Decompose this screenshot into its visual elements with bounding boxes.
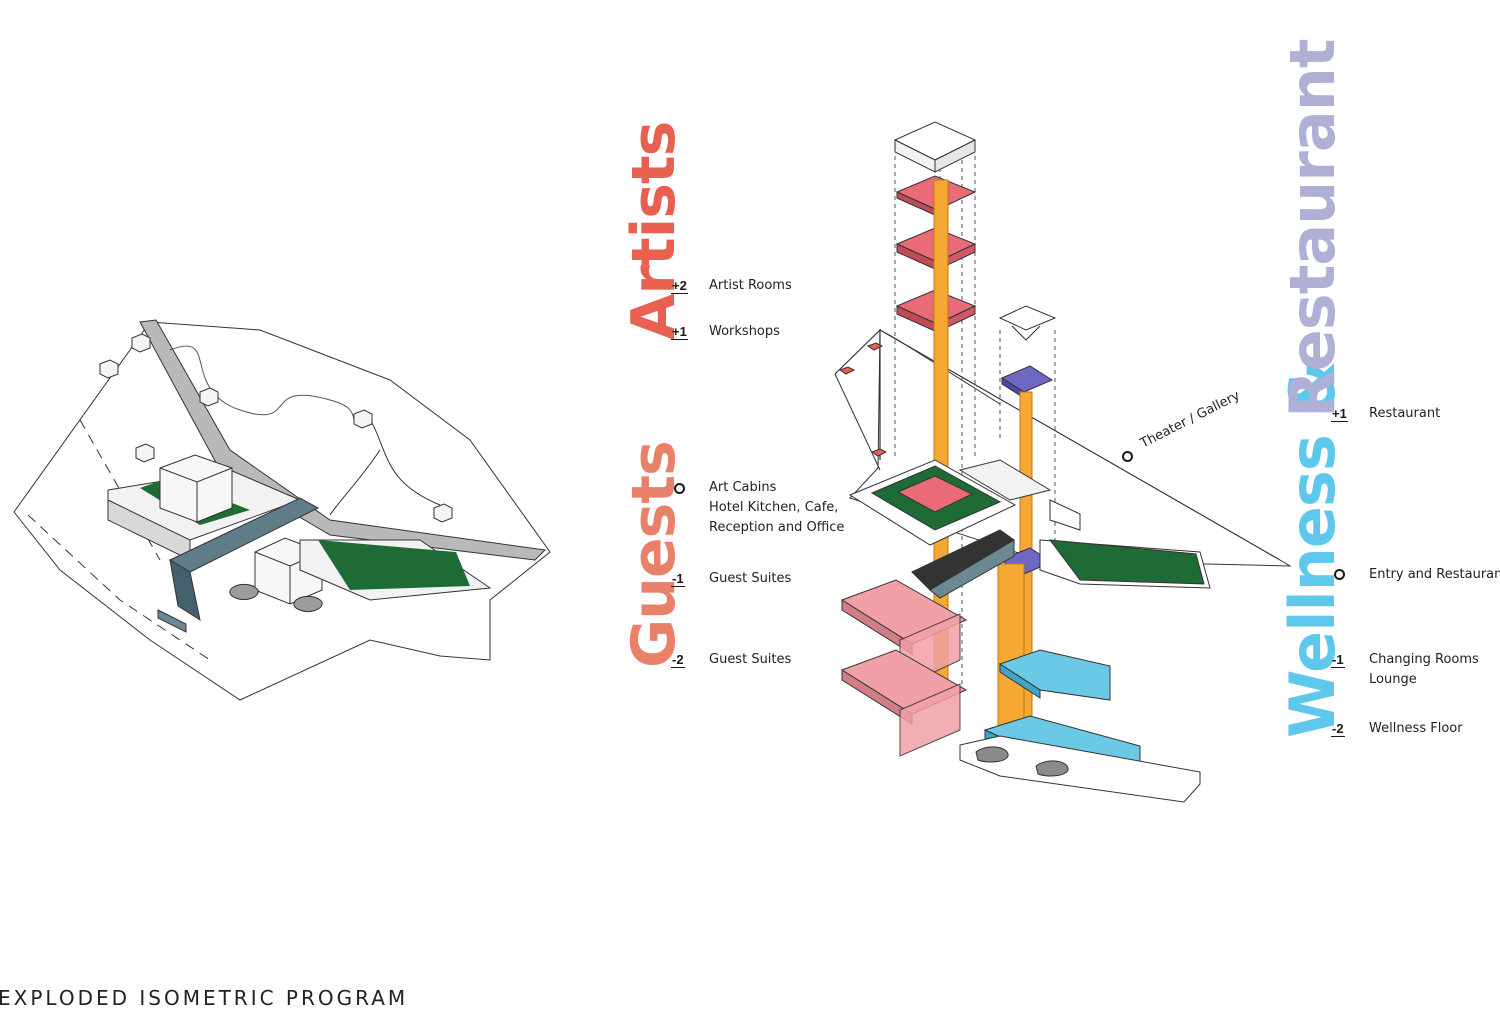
level-label-workshops: Workshops [709,324,780,339]
site-isometric-model [13,319,551,701]
restaurant-heading: Restaurant [1276,39,1349,419]
artist-tower-roof [934,139,976,173]
art-cabin-marker [866,342,884,351]
level-marker: +1 [671,324,688,340]
terrain-contour [79,419,161,561]
glass-bridge [169,559,201,622]
base-slab [959,735,1201,803]
guests-heading: Guests [619,441,689,668]
restaurant-floor-plate [1000,365,1054,399]
level-label-guest-suites: Guest Suites [709,571,792,586]
level-label-entry-restaurant: Entry and Restaurant [1369,567,1500,582]
drawing-caption: EXPLODED ISOMETRIC PROGRAM [0,986,409,1010]
pool [293,595,323,613]
level-label-restaurant: Restaurant [1369,406,1441,421]
base-pool [1035,760,1069,777]
level-marker: +2 [671,278,688,294]
restaurant-tower-roof [1011,325,1041,341]
restaurant-tower-roof [998,305,1057,331]
pool [229,583,259,601]
artists-heading: Artists [619,121,689,340]
art-cabin-marker [870,448,888,457]
level-marker: -2 [1331,721,1345,737]
glass-bridge [157,609,187,633]
level-marker: -2 [671,652,685,668]
art-cabin [353,409,373,429]
lower-lawn [318,540,470,590]
level-label-changing-rooms: Changing Rooms Lounge [1369,652,1479,687]
ground-level-marker [674,483,685,494]
footpath [329,449,381,516]
site-plane-edge [879,329,1001,405]
art-cabin-marker [838,366,856,375]
level-label-artist-rooms: Artist Rooms [709,278,792,293]
guest-suites-floor [840,649,968,757]
level-marker: -1 [1331,652,1345,668]
level-label-art-cabins: Art Cabins Hotel Kitchen, Cafe, Receptio… [709,480,845,535]
exploded-isometric-model [834,121,1292,803]
terrain-contour [27,514,211,661]
level-marker: +1 [1331,406,1348,422]
ground-floor-red [896,475,974,513]
art-cabin [199,387,219,407]
wellness-lawn [1048,539,1205,585]
art-cabin [131,333,151,353]
art-cabin [99,359,119,379]
wellness-circulation-core [997,563,1025,745]
ground-level-marker [1334,569,1345,580]
art-cabin [135,443,155,463]
level-label-wellness-floor: Wellness Floor [1369,721,1463,736]
footpath [169,345,371,427]
theater-gallery-block [958,459,1081,531]
base-pool [975,746,1009,763]
ground-level-marker [1122,451,1133,462]
art-cabin [433,503,453,523]
hill-edge [834,328,881,460]
level-marker: -1 [671,571,685,587]
glass-bridge-section [911,529,1015,599]
level-label-guest-suites: Guest Suites [709,652,792,667]
changing-rooms-floor [998,649,1111,701]
hill-edge [834,373,881,471]
villa-building [159,454,233,523]
